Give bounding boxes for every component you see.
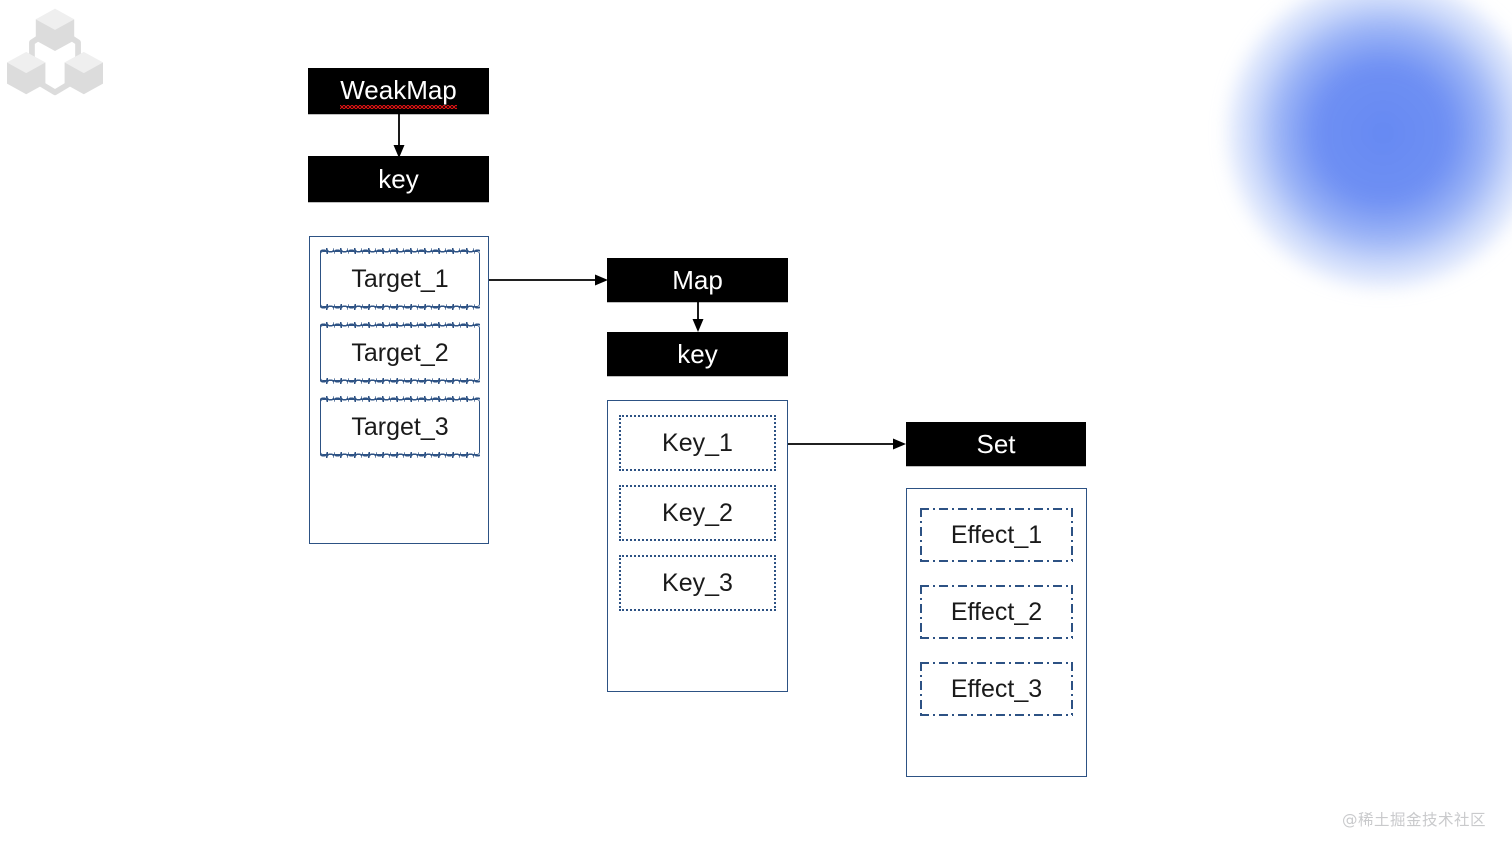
effect-item-2-label: Effect_2 (950, 597, 1043, 626)
weakmap-key-box[interactable]: key (308, 156, 489, 202)
effect-item-2[interactable]: Effect_2 (918, 583, 1075, 641)
key-item-2[interactable]: Key_2 (619, 485, 776, 541)
blue-gradient-blob (1228, 0, 1512, 288)
map-label: Map (672, 264, 723, 295)
key-item-2-label: Key_2 (662, 498, 733, 527)
effect-item-3-label: Effect_3 (950, 674, 1043, 703)
community-watermark: @稀土掘金技术社区 (1341, 811, 1486, 829)
blockchain-nodes-icon (7, 8, 103, 96)
target-item-1-label: Target_1 (351, 264, 449, 293)
weakmap-root-box[interactable]: WeakMap (308, 68, 489, 114)
connector-map-to-key (692, 300, 704, 332)
set-root-box[interactable]: Set (906, 422, 1086, 466)
key-item-1-label: Key_1 (662, 428, 733, 457)
connector-key1-to-set (788, 438, 906, 450)
target-item-2[interactable]: Target_2 (320, 322, 480, 384)
weakmap-targets-container: Target_1 Target_2 Target_3 (309, 236, 489, 544)
effect-item-3[interactable]: Effect_3 (918, 660, 1075, 718)
key-item-1[interactable]: Key_1 (619, 415, 776, 471)
key-item-3-label: Key_3 (662, 568, 733, 597)
connector-weakmap-to-key (393, 112, 405, 158)
key-item-3[interactable]: Key_3 (619, 555, 776, 611)
target-item-1[interactable]: Target_1 (320, 248, 480, 310)
map-keys-container: Key_1 Key_2 Key_3 (607, 400, 788, 692)
target-item-2-label: Target_2 (351, 338, 449, 367)
effect-item-1-label: Effect_1 (950, 520, 1043, 549)
connector-target1-to-map (489, 274, 608, 286)
set-label: Set (976, 428, 1016, 459)
map-root-box[interactable]: Map (607, 258, 788, 302)
target-item-3-label: Target_3 (351, 412, 449, 441)
target-item-3[interactable]: Target_3 (320, 396, 480, 458)
weakmap-key-label: key (378, 163, 419, 194)
map-key-label: key (677, 338, 718, 369)
set-effects-container: Effect_1 Effect_2 Effect_3 (906, 488, 1087, 777)
weakmap-label: WeakMap (340, 75, 457, 109)
map-key-box[interactable]: key (607, 332, 788, 376)
effect-item-1[interactable]: Effect_1 (918, 506, 1075, 564)
